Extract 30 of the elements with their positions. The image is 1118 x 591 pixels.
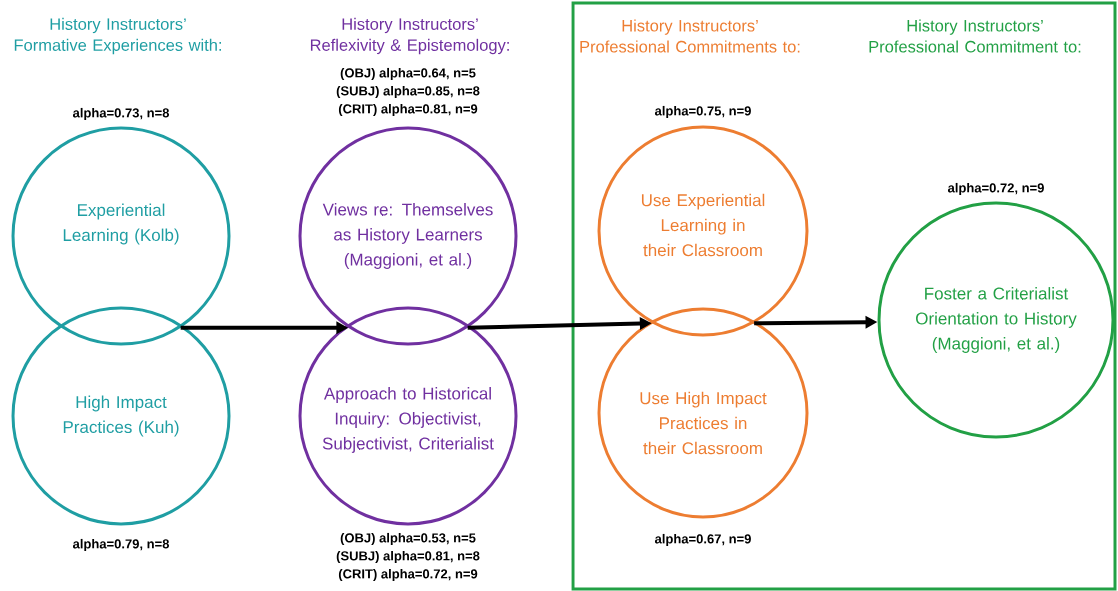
statistic-label: alpha=0.67, n=9 [654,533,751,547]
circle [597,307,809,519]
column-heading: History Instructors’ Professional Commitment to: [869,19,1081,53]
statistic-label: (SUBJ) alpha=0.85, n=8 [336,85,480,99]
circle-text: Views re: Themselves as History Learners (Maggioni, et al.) [322,203,493,269]
frame-box [571,1,1117,591]
circle-text: Use Experiential Learning in their Classroom [641,193,765,257]
column-heading: History Instructors’ Reflexivity & Epistemology: [310,17,509,55]
circle-text: Approach to Historical Inquiry: Objectivist, Subjectivist, Criterialist [322,387,494,453]
circle [597,125,809,337]
statistic-label: alpha=0.72, n=9 [947,182,1044,196]
circle [11,306,231,526]
column-heading: History Instructors’ Professional Commitments to: [580,19,800,53]
circle-text: Foster a Criterialist Orientation to History (Maggioni, et al.) [916,287,1077,353]
statistic-label: (OBJ) alpha=0.64, n=5 [340,67,476,81]
circle [298,126,518,346]
statistic-label: alpha=0.75, n=9 [654,105,751,119]
circle-text: Use High Impact Practices in their Classroom [640,391,767,455]
statistic-label: (CRIT) alpha=0.72, n=9 [338,568,478,582]
circle-text: High Impact Practices (Kuh) [63,395,179,437]
statistic-label: alpha=0.79, n=8 [72,538,170,552]
circle [298,306,518,526]
column-heading: History Instructors’ Formative Experiences with: [14,17,221,55]
statistic-label: (SUBJ) alpha=0.81, n=8 [336,550,480,564]
statistic-label: (CRIT) alpha=0.81, n=9 [338,103,478,117]
circle [11,126,231,346]
circle [877,201,1115,439]
circle-text: Experiential Learning (Kolb) [63,203,179,245]
statistic-label: alpha=0.73, n=8 [72,107,170,121]
statistic-label: (OBJ) alpha=0.53, n=5 [340,532,476,546]
